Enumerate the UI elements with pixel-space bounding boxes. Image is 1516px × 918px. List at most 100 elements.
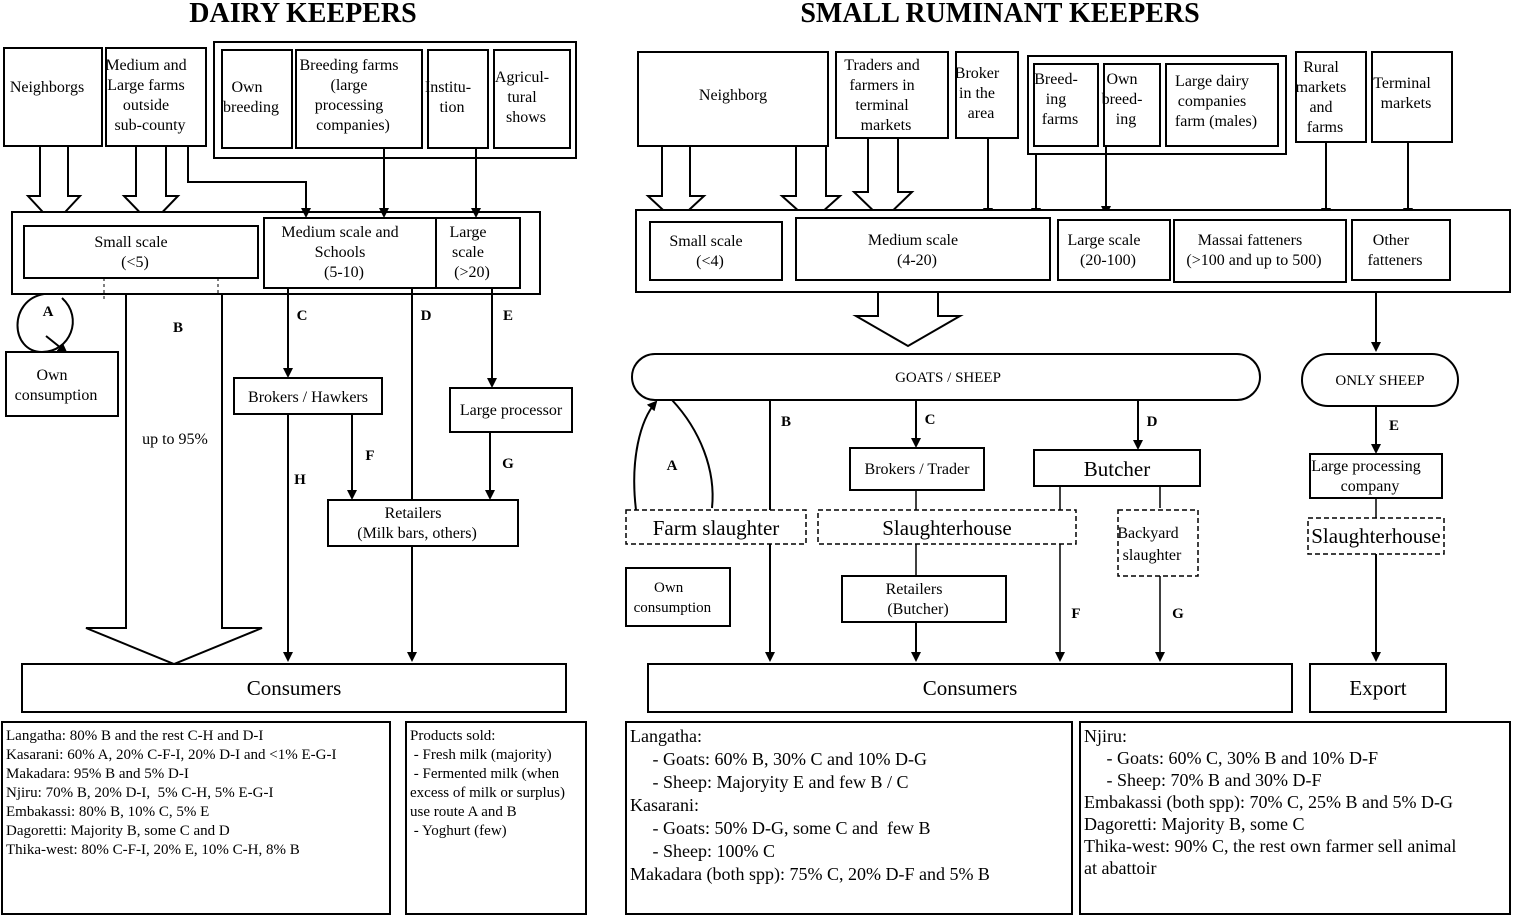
rum-letter-f: F: [1071, 606, 1080, 622]
dairy-letter-a: A: [43, 304, 54, 320]
rum-scale-large-label: Large scale (20-100): [1068, 232, 1161, 269]
dairy-source-own-breeding: [221, 49, 293, 149]
rum-notes-right: Njiru: - Goats: 60% C, 30% B and 10% D-F…: [1084, 726, 1479, 878]
dairy-source-institution-label: Institu- tion: [425, 79, 491, 116]
rum-slaughterhouse: [817, 509, 1077, 545]
dairy-brokers-label: Brokers / Hawkers: [248, 389, 368, 406]
rum-letter-b: B: [781, 414, 791, 430]
rum-scale-medium: [795, 217, 1051, 281]
rum-notes-left: Langatha: - Goats: 60% B, 30% C and 10% …: [630, 726, 1003, 885]
dairy-source-neighbors: [3, 47, 103, 147]
rum-source-own-breeding: [1103, 63, 1161, 147]
rum-brokers: [849, 447, 985, 491]
dairy-large-processor-label: Large processor: [460, 402, 563, 419]
rum-brokers-label: Brokers / Trader: [865, 461, 971, 478]
rum-slaughterhouse-label: Slaughterhouse: [882, 516, 1011, 540]
dairy-loop-a-arrow: [45, 335, 68, 354]
rum-letter-g: G: [1172, 606, 1184, 622]
rum-butcher: [1033, 449, 1201, 487]
rum-scale-small: [649, 221, 783, 281]
rum-farm-slaughter: [625, 509, 807, 545]
dairy-notes-box: [1, 721, 391, 915]
dairy-retailers: [327, 499, 519, 547]
dairy-consumers-label: Consumers: [247, 676, 342, 700]
rum-consumers: [647, 663, 1293, 713]
rum-wide-arrow-medium-2: [851, 137, 915, 222]
dairy-large-processor: [449, 387, 573, 433]
rum-retailers-label: Retailers (Butcher): [886, 581, 963, 618]
rum-butcher-label: Butcher: [1084, 457, 1150, 481]
dairy-own-consumption: [5, 351, 119, 417]
rum-notes-right-box: [1079, 721, 1511, 915]
dairy-source-agricultural-shows-label: Agricul- tural shows: [495, 69, 569, 126]
dairy-source-agricultural-shows: [493, 49, 571, 149]
rum-source-terminal-markets-label: Terminal markets: [1373, 75, 1451, 112]
rum-export: [1309, 663, 1447, 713]
rum-scale-massai: [1173, 219, 1347, 283]
dairy-scale-medium-label: Medium scale and Schools (5-10): [281, 224, 418, 281]
rum-farm-slaughter-label: Farm slaughter: [653, 516, 780, 540]
dairy-source-institution: [427, 49, 489, 149]
rum-backyard-slaughter-label: Backyard slaughter: [1117, 525, 1198, 564]
dairy-letter-g: G: [502, 456, 514, 472]
dairy-scale-small-label: Small scale (<5): [94, 234, 187, 271]
rum-scale-massai-label: Massai fatteners (>100 and up to 500): [1186, 232, 1333, 269]
dairy-letter-h: H: [294, 472, 306, 488]
rum-scale-small-label: Small scale (<4): [669, 233, 762, 270]
rum-source-traders-farmers-label: Traders and farmers in terminal markets: [844, 57, 939, 134]
dairy-source-medium-large-farms-label: Medium and Large farms outside sub-count…: [105, 57, 206, 134]
dairy-source-own-breeding-label: Own breeding: [223, 79, 291, 116]
dairy-notes: Langatha: 80% B and the rest C-H and D-I…: [6, 728, 355, 858]
dairy-brokers: [233, 377, 383, 415]
rum-only-sheep-label: ONLY SHEEP: [1335, 373, 1424, 389]
rum-source-breeding-farms-label: Breed- ing farms: [1034, 71, 1098, 128]
rum-source-broker-area: [955, 51, 1019, 139]
rum-own-consumption: [625, 567, 731, 627]
rum-backyard-slaughter: [1117, 509, 1199, 577]
dairy-own-consumption-label: Own consumption: [15, 367, 110, 404]
dairy-link-farms-medium: [187, 146, 311, 218]
rum-source-neighbors-label: Neighborg: [699, 87, 767, 104]
rum-large-processing: [1309, 453, 1443, 499]
dairy-letter-f: F: [365, 448, 374, 464]
rum-letter-a: A: [667, 458, 678, 474]
rum-scale-other-label: Other fatteners: [1367, 232, 1434, 269]
rum-scale-other: [1351, 219, 1451, 281]
rum-wide-arrow-goats: [852, 291, 964, 348]
dairy-loop-a: [16, 293, 74, 354]
dairy-letter-d: D: [421, 308, 432, 324]
dairy-consumers: [21, 663, 567, 713]
dairy-scale-large: [435, 217, 521, 289]
dairy-products-box: [405, 721, 587, 915]
dairy-letter-e: E: [503, 308, 513, 324]
rum-slaughterhouse-export: [1307, 517, 1445, 555]
rum-source-traders-farmers: [835, 51, 949, 139]
rum-scale-large: [1057, 219, 1171, 281]
dairy-retailers-label: Retailers (Milk bars, others): [357, 505, 489, 542]
rum-large-processing-label: Large processing company: [1311, 458, 1440, 495]
rum-retailers: [841, 575, 1007, 623]
rum-source-terminal-markets: [1371, 51, 1453, 143]
dairy-wide-arrow-neighbors: [25, 145, 83, 226]
rum-letter-e: E: [1389, 418, 1399, 434]
dairy-wide-arrow-farms: [121, 145, 181, 226]
rum-own-consumption-label: Own consumption: [634, 580, 723, 616]
rum-loop-a-down: [671, 399, 714, 509]
rum-notes-left-box: [625, 721, 1073, 915]
rum-source-breeding-farms: [1033, 63, 1099, 147]
rum-only-sheep: [1301, 353, 1459, 407]
dairy-source-neighbors-label: Neighborgs: [10, 79, 96, 96]
dairy-up-to-label: up to 95%: [142, 431, 208, 448]
rum-slaughterhouse-export-label: Slaughterhouse: [1311, 524, 1440, 548]
dairy-letter-b: B: [173, 320, 183, 336]
dairy-scale-medium: [263, 217, 437, 289]
ruminant-title: SMALL RUMINANT KEEPERS: [800, 0, 1199, 29]
dairy-source-medium-large-farms: [105, 47, 207, 147]
dairy-wide-arrow-b: [85, 293, 263, 666]
dairy-letter-c: C: [297, 308, 308, 324]
rum-source-large-dairy: [1165, 63, 1279, 147]
rum-goats-sheep-label: GOATS / SHEEP: [895, 370, 1001, 386]
rum-source-own-breeding-label: Own breed- ing: [1102, 71, 1163, 128]
rum-letter-d: D: [1147, 414, 1158, 430]
